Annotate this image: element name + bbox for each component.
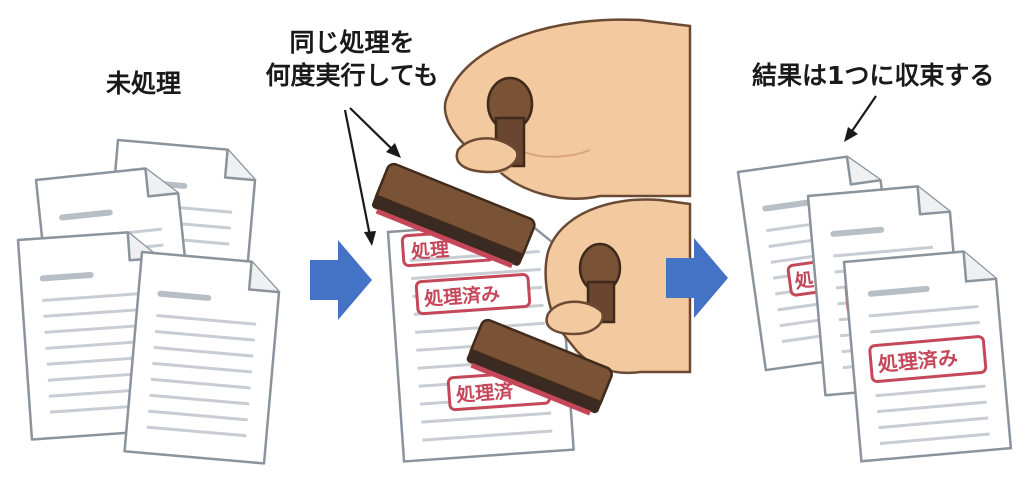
stamp-mark-text: 処 [793, 268, 815, 293]
hand-with-stamp-lower [466, 198, 692, 416]
pointer-arrows [343, 107, 401, 246]
label-same-process: 同じ処理を 何度実行しても [252, 26, 452, 92]
label-result: 結果は1つに収束する [752, 61, 995, 90]
pointer-arrow [844, 95, 877, 142]
processed-documents: 処 処 処理済 [738, 153, 1013, 463]
stamp-mark-text: 処理済 [455, 379, 514, 406]
arrow-right-icon [666, 238, 728, 318]
stamp-mark-text: 処理 [410, 238, 450, 264]
label-same-process-line2: 何度実行しても [265, 61, 439, 90]
hand-with-stamp-upper [371, 18, 692, 269]
arrow-right-icon [310, 240, 372, 320]
label-unprocessed: 未処理 [106, 69, 182, 98]
stamp-mark-text: 処理済み [423, 282, 500, 310]
label-same-process-line1: 同じ処理を [289, 28, 415, 57]
stamp-mark: 処理済み [414, 273, 532, 316]
unprocessed-documents [18, 140, 281, 463]
document [125, 252, 282, 463]
stamp-icon [371, 162, 536, 269]
stamp-icon [466, 318, 613, 416]
